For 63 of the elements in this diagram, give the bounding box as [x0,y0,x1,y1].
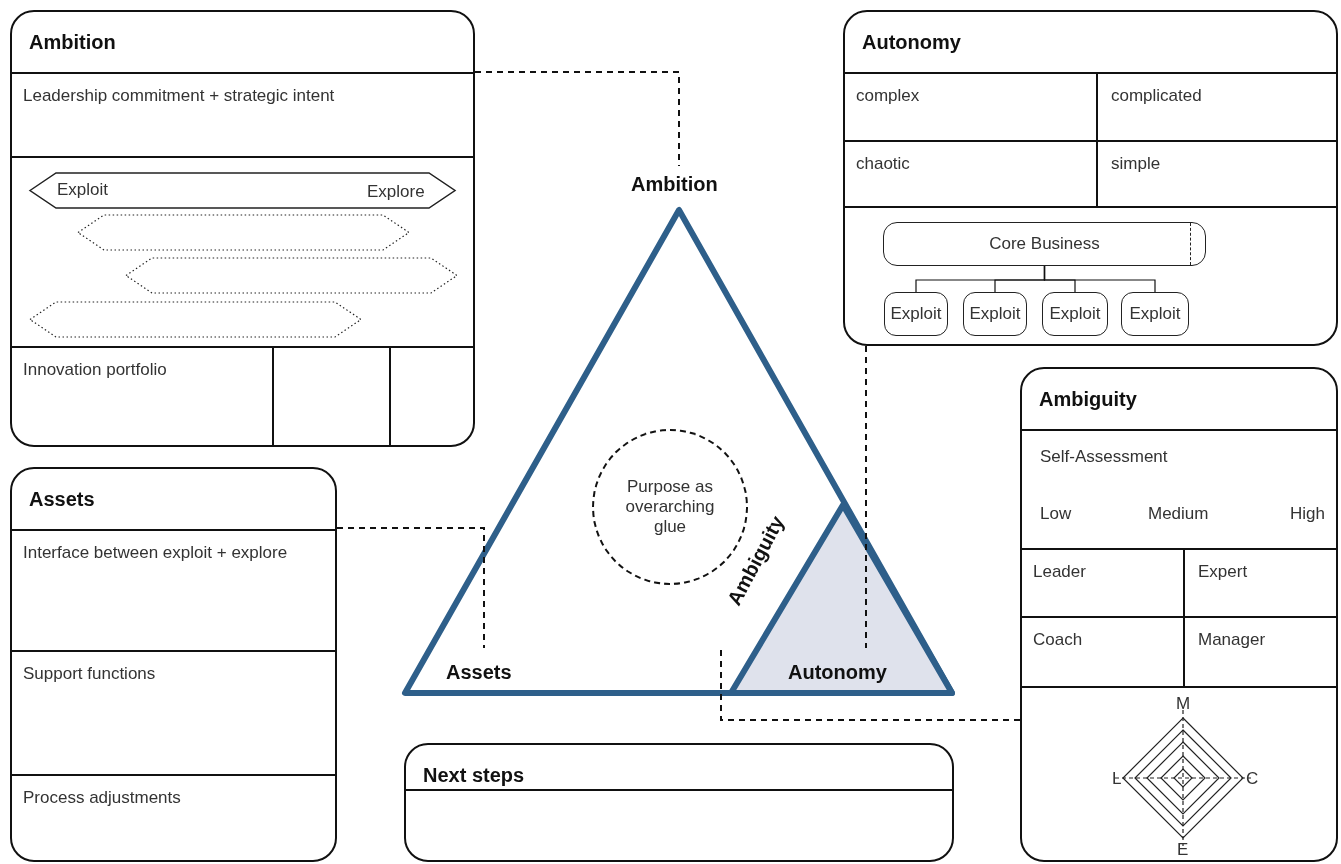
axis-label: C [1246,769,1259,789]
connector-line [1043,265,1156,293]
hexagon-shape [30,302,361,337]
card-panel [10,467,337,862]
box-text: Exploit [969,304,1021,324]
table-cell [389,346,473,445]
box-text: Exploit [1049,304,1101,324]
cell-text: complex [856,86,920,106]
cell-text: Leadership commitment + strategic intent [23,86,335,106]
box-text: Core Business [989,234,1100,254]
axis-label: E [1177,840,1189,860]
shape-label: Ambition [631,172,718,196]
card-title: Ambiguity [1039,387,1137,411]
card-title: Assets [29,487,95,511]
card-panel [10,10,475,447]
cell-text: Coach [1033,630,1083,650]
table-cell [1183,548,1336,616]
cell-text: Manager [1198,630,1266,650]
cell-text: Low [1040,504,1072,524]
circle-text: Purpose as overarching glue [624,477,716,537]
hexagon-shape [78,215,409,250]
box-text: Exploit [890,304,942,324]
card-title: Autonomy [862,30,961,54]
dashed-connector [865,345,867,649]
dashed-connector [336,527,485,649]
cell-text: Medium [1148,504,1209,524]
cell-text: complicated [1111,86,1202,106]
hexagon-shape [126,258,457,293]
cell-text: simple [1111,154,1161,174]
card-title: Next steps [423,763,525,787]
table-cell [1096,140,1336,208]
table-cell [845,140,1096,208]
cell-text: Process adjustments [23,788,181,808]
rounded-box [884,292,948,336]
cell-text: Support functions [23,664,156,684]
cell-text: Explore [367,182,425,202]
axis-label: M [1176,694,1191,714]
table-cell [1096,72,1336,140]
axis-label: L [1112,769,1122,789]
table-cell [272,346,389,445]
card-title: Ambition [29,30,116,54]
cell-text: Exploit [57,180,109,200]
box-text: Exploit [1129,304,1181,324]
card-panel [1020,367,1338,862]
shape-label: Autonomy [788,660,887,684]
card-panel [843,10,1338,346]
cell-text: Interface between exploit + explore [23,543,288,563]
cell-text: chaotic [856,154,910,174]
shape-label: Assets [446,660,512,684]
cell-text: Self-Assessment [1040,447,1168,467]
rounded-box [963,292,1027,336]
rounded-box [1042,292,1108,336]
cell-text: Leader [1033,562,1086,582]
card-panel [404,743,954,862]
rounded-box [883,222,1206,266]
cell-text: High [1290,504,1325,524]
table-cell [12,72,473,158]
double-arrow-shape [30,173,455,208]
dashed-connector [474,71,680,167]
rounded-box [1121,292,1189,336]
cell-text: Expert [1198,562,1248,582]
table-cell [1183,616,1336,686]
cell-text: Innovation portfolio [23,360,167,380]
